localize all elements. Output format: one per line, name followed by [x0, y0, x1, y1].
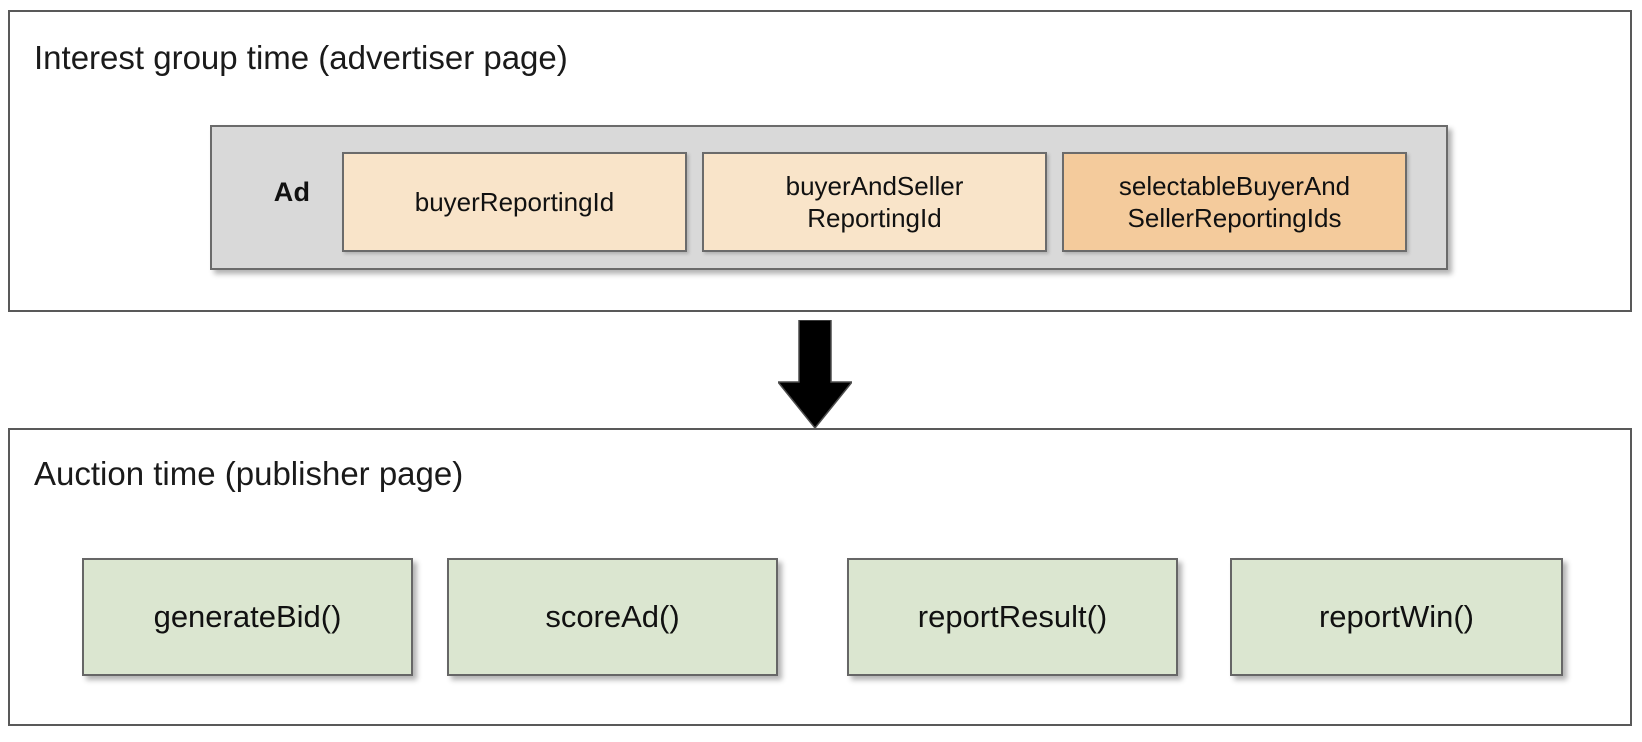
ad-label: Ad: [273, 177, 311, 207]
advertiser-panel: Interest group time (advertiser page) Ad…: [8, 10, 1632, 312]
chip-label-line-2: ReportingId: [807, 203, 942, 233]
function-box-report-result: reportResult(): [847, 558, 1178, 676]
chip-label: buyerReportingId: [414, 186, 615, 217]
reporting-id-chip-buyer-and-seller-reporting-id: buyerAndSeller ReportingId: [702, 152, 1047, 252]
function-box-score-ad: scoreAd(): [447, 558, 778, 676]
chip-label-line-1: selectableBuyerAnd: [1118, 170, 1351, 201]
chip-label: selectableBuyerAnd SellerReportingIds: [1119, 170, 1350, 235]
reporting-id-chip-buyer-reporting-id: buyerReportingId: [342, 152, 687, 252]
reporting-id-chip-selectable-buyer-and-seller-reporting-ids: selectableBuyerAnd SellerReportingIds: [1062, 152, 1407, 252]
chip-label: buyerAndSeller ReportingId: [786, 170, 964, 235]
function-box-label: scoreAd(): [545, 599, 680, 634]
function-box-generate-bid: generateBid(): [82, 558, 413, 676]
function-box-label: reportWin(): [1318, 599, 1474, 634]
auction-panel-title: Auction time (publisher page): [34, 455, 464, 492]
chip-label-line-2: SellerReportingIds: [1127, 203, 1342, 233]
ad-container: Ad buyerReportingId buyerAndSeller Repor…: [210, 125, 1448, 270]
function-box-label: reportResult(): [917, 599, 1108, 634]
advertiser-panel-title: Interest group time (advertiser page): [34, 39, 568, 76]
function-box-report-win: reportWin(): [1230, 558, 1563, 676]
down-arrow-icon: [778, 320, 852, 428]
function-box-label: generateBid(): [153, 599, 342, 634]
chip-label-line-1: buyerAndSeller: [785, 170, 964, 201]
